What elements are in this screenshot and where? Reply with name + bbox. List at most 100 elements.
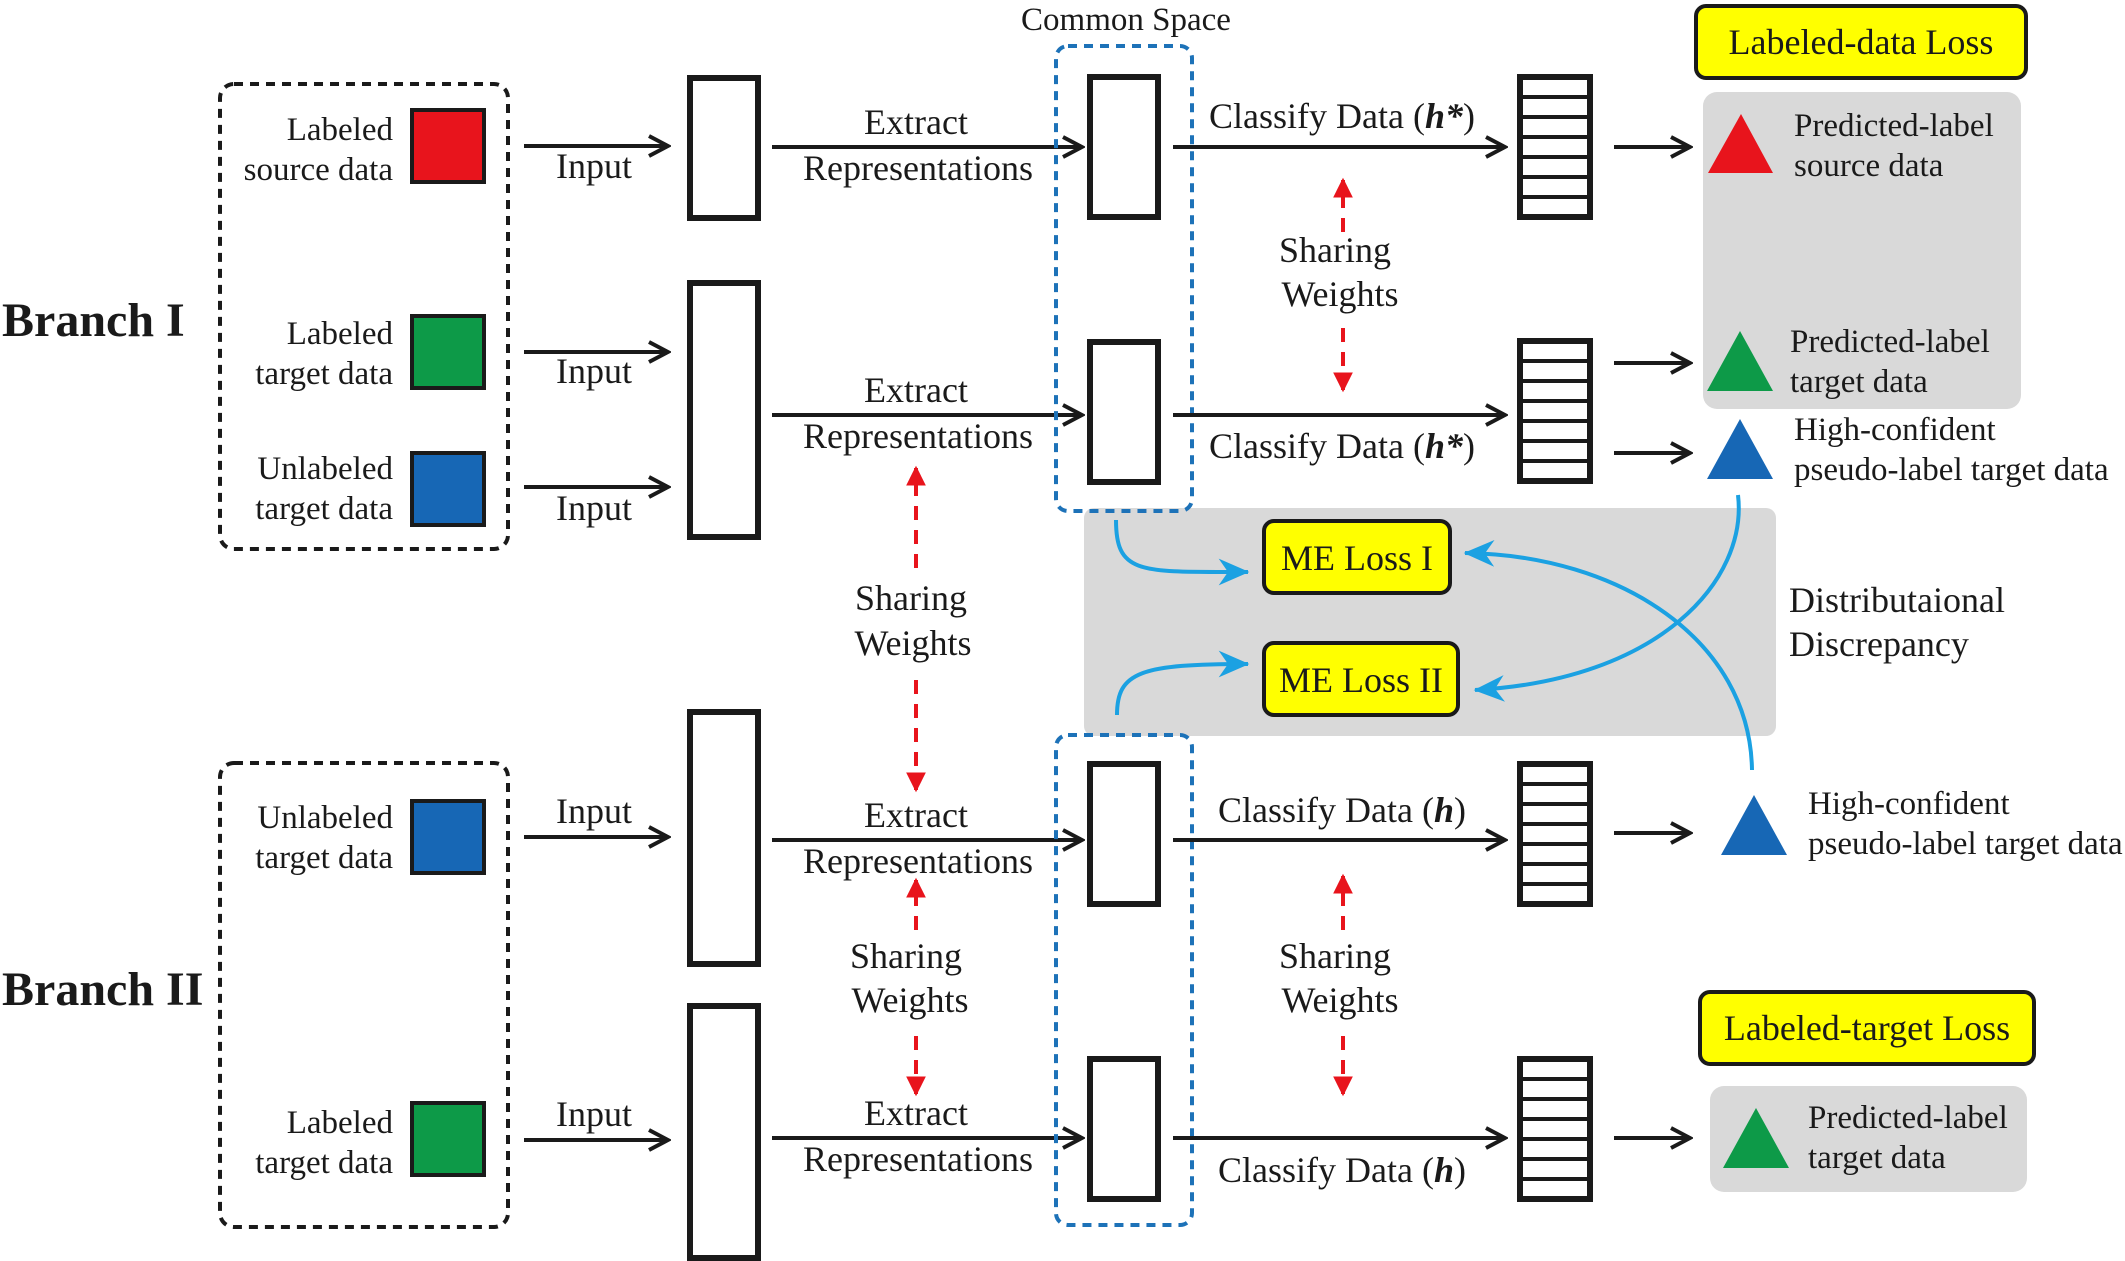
sharing-label-extractor-mid-2: Weights bbox=[854, 623, 971, 663]
h-2: h bbox=[1434, 1150, 1454, 1190]
h-star-2: h* bbox=[1425, 426, 1464, 466]
sharing-label-classifier-low-2: Weights bbox=[1281, 980, 1398, 1020]
pred-target-b2-line1: Predicted-label bbox=[1808, 1100, 2008, 1136]
common-space-label: Common Space bbox=[1021, 2, 1231, 38]
sharing-label-classifier-top-2: Weights bbox=[1281, 274, 1398, 314]
input-label-3: Input bbox=[556, 488, 632, 528]
flow-pseudo-b1-to-me2 bbox=[1473, 494, 1741, 702]
green-triangle-b2-icon bbox=[1723, 1108, 1789, 1168]
b2-unlabeled-target-swatch bbox=[410, 799, 486, 875]
classify-suffix-2: ) bbox=[1463, 426, 1475, 466]
sharing-label-extractor-mid-1: Sharing bbox=[855, 578, 967, 618]
high-conf-b1-line1: High-confident bbox=[1794, 412, 1996, 448]
unlabeled-target-swatch bbox=[410, 451, 486, 527]
representation-block-3 bbox=[1087, 761, 1161, 907]
labeled-source-swatch bbox=[410, 108, 486, 184]
common-space-box-top bbox=[1054, 44, 1194, 513]
extract-label-2-line1: Extract bbox=[864, 370, 968, 410]
classify-suffix-3: ) bbox=[1454, 790, 1466, 830]
labeled-target-output-panel bbox=[1710, 1086, 2027, 1192]
flow-common-bottom-to-me2 bbox=[1115, 650, 1250, 716]
me-loss-1-box bbox=[1262, 519, 1452, 595]
extractor-block-4 bbox=[687, 1003, 761, 1261]
high-conf-b2-line2: pseudo-label target data bbox=[1808, 826, 2123, 862]
pred-target-b1-line1: Predicted-label bbox=[1790, 324, 1990, 360]
classify-label-1: Classify Data (h*) bbox=[1209, 96, 1475, 136]
h-star-1: h* bbox=[1425, 96, 1464, 136]
extract-label-2-line2: Representations bbox=[803, 416, 1033, 456]
input-label-4: Input bbox=[556, 791, 632, 831]
branch-2-dataset-box bbox=[218, 761, 510, 1229]
pred-target-b1-line2: target data bbox=[1790, 364, 1928, 400]
extractor-block-1 bbox=[687, 75, 761, 221]
classifier-block-4 bbox=[1517, 1056, 1593, 1202]
representation-block-4 bbox=[1087, 1056, 1161, 1202]
red-triangle-icon bbox=[1708, 114, 1773, 173]
common-space-box-bottom bbox=[1054, 733, 1194, 1227]
high-conf-b1-line2: pseudo-label target data bbox=[1794, 452, 2109, 488]
branch-1-label: Branch I bbox=[2, 294, 185, 347]
input-label-5: Input bbox=[556, 1094, 632, 1134]
b1-input-3-line2: target data bbox=[255, 491, 393, 527]
labeled-data-loss-box bbox=[1694, 4, 2028, 80]
b1-input-2-line1: Labeled bbox=[287, 316, 394, 352]
me-loss-2-label: ME Loss II bbox=[1279, 660, 1443, 700]
blue-triangle-b2-icon bbox=[1721, 795, 1787, 855]
b1-input-1-line1: Labeled bbox=[287, 112, 394, 148]
classify-label-3: Classify Data (h) bbox=[1218, 790, 1466, 830]
extractor-block-2 bbox=[687, 280, 761, 540]
sharing-label-extractor-low-2: Weights bbox=[851, 980, 968, 1020]
me-loss-2-box bbox=[1262, 641, 1460, 717]
distributional-discrepancy-panel bbox=[1084, 508, 1776, 736]
branch-1-dataset-box bbox=[218, 82, 510, 551]
discrepancy-line2: Discrepancy bbox=[1789, 624, 1969, 664]
extractor-block-3 bbox=[687, 709, 761, 967]
extract-label-1-line2: Representations bbox=[803, 148, 1033, 188]
pred-source-line2: source data bbox=[1794, 148, 1944, 184]
b2-input-1-line1: Unlabeled bbox=[257, 800, 393, 836]
h-1: h bbox=[1434, 790, 1454, 830]
sharing-label-classifier-low-1: Sharing bbox=[1279, 936, 1391, 976]
extract-label-1-line1: Extract bbox=[864, 102, 968, 142]
input-label-2: Input bbox=[556, 351, 632, 391]
classify-label-4: Classify Data (h) bbox=[1218, 1150, 1466, 1190]
classifier-block-2 bbox=[1517, 338, 1593, 484]
predicted-label-panel bbox=[1703, 92, 2021, 409]
input-label-1: Input bbox=[556, 146, 632, 186]
classify-suffix-1: ) bbox=[1463, 96, 1475, 136]
b1-input-1-line2: source data bbox=[244, 152, 394, 188]
discrepancy-line1: Distributaional bbox=[1789, 580, 2005, 620]
b1-input-3-line1: Unlabeled bbox=[257, 451, 393, 487]
classify-prefix-2: Classify Data ( bbox=[1209, 426, 1425, 466]
classify-suffix-4: ) bbox=[1454, 1150, 1466, 1190]
extract-label-4-line1: Extract bbox=[864, 1093, 968, 1133]
b2-input-1-line2: target data bbox=[255, 840, 393, 876]
labeled-target-swatch bbox=[410, 314, 486, 390]
classify-prefix-4: Classify Data ( bbox=[1218, 1150, 1434, 1190]
high-conf-b2-line1: High-confident bbox=[1808, 786, 2010, 822]
b2-labeled-target-swatch bbox=[410, 1101, 486, 1177]
labeled-data-loss-label: Labeled-data Loss bbox=[1729, 22, 1994, 62]
extract-label-4-line2: Representations bbox=[803, 1139, 1033, 1179]
labeled-target-loss-box bbox=[1698, 990, 2036, 1066]
classify-prefix-3: Classify Data ( bbox=[1218, 790, 1434, 830]
b1-input-2-line2: target data bbox=[255, 356, 393, 392]
classifier-block-1 bbox=[1517, 74, 1593, 220]
sharing-label-extractor-low-1: Sharing bbox=[850, 936, 962, 976]
b2-input-2-line1: Labeled bbox=[287, 1105, 394, 1141]
me-loss-1-label: ME Loss I bbox=[1281, 538, 1433, 578]
branch-2-label: Branch II bbox=[2, 963, 203, 1016]
representation-block-2 bbox=[1087, 339, 1161, 485]
flow-common-top-to-me1 bbox=[1114, 519, 1250, 586]
flow-pseudo-b2-to-me1 bbox=[1463, 540, 1754, 771]
classify-label-2: Classify Data (h*) bbox=[1209, 426, 1475, 466]
pred-source-line1: Predicted-label bbox=[1794, 108, 1994, 144]
blue-triangle-icon bbox=[1707, 419, 1773, 479]
pred-target-b2-line2: target data bbox=[1808, 1140, 1946, 1176]
classify-prefix-1: Classify Data ( bbox=[1209, 96, 1425, 136]
representation-block-1 bbox=[1087, 74, 1161, 220]
labeled-target-loss-label: Labeled-target Loss bbox=[1724, 1008, 2010, 1048]
classifier-block-3 bbox=[1517, 761, 1593, 907]
green-triangle-icon bbox=[1707, 331, 1773, 391]
